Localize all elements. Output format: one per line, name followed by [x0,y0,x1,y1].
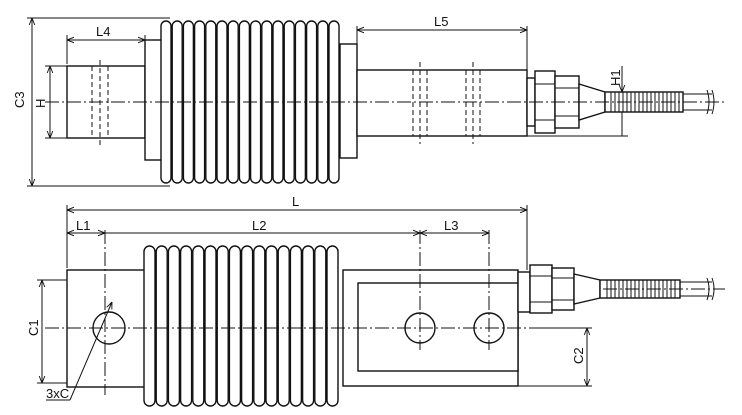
front-cable-gland [517,264,601,314]
bellows-fin [289,245,303,407]
bellows-fin [216,245,229,407]
bellows-fin [265,245,278,407]
bellows-fin [240,245,254,407]
hole-callout-leader [69,302,112,401]
bellows-fin [192,245,205,407]
hole-callout-label: 3xC [46,386,69,401]
bellows-fin [143,245,156,407]
dim-l-label: L [292,194,299,209]
dim-l3-label: L3 [444,218,458,233]
bellows-fin [253,245,266,407]
dim-l2-label: L2 [252,218,266,233]
bellows-fin [179,245,193,407]
front-bellows [143,245,339,407]
bellows-fin [301,245,315,407]
dim-h1-label: H1 [608,69,623,86]
dim-c3-label: C3 [12,91,27,108]
front-right-inner [357,282,519,372]
bellows-fin [155,245,168,407]
bellows-fin [228,245,242,407]
bellows-fin [204,245,217,407]
top-flange [144,39,163,161]
dim-c2-label: C2 [571,347,586,364]
dim-l1-label: L1 [76,218,90,233]
bellows-fin [326,245,339,407]
dim-c1-label: C1 [26,319,41,336]
front-view: L L1 L2 L3 C1 C2 3xC [26,194,725,407]
dim-h-label: H [33,99,48,108]
top-view: L4 L5 C3 H H1 [12,14,725,187]
bellows-fin [314,245,327,407]
bellows-fin [167,245,181,407]
dim-l4-label: L4 [96,24,110,39]
top-bellows [160,20,340,184]
top-right-block [356,69,528,137]
top-right-flange [339,43,358,159]
bellows-fin [277,245,290,407]
dim-l5-label: L5 [434,14,448,29]
